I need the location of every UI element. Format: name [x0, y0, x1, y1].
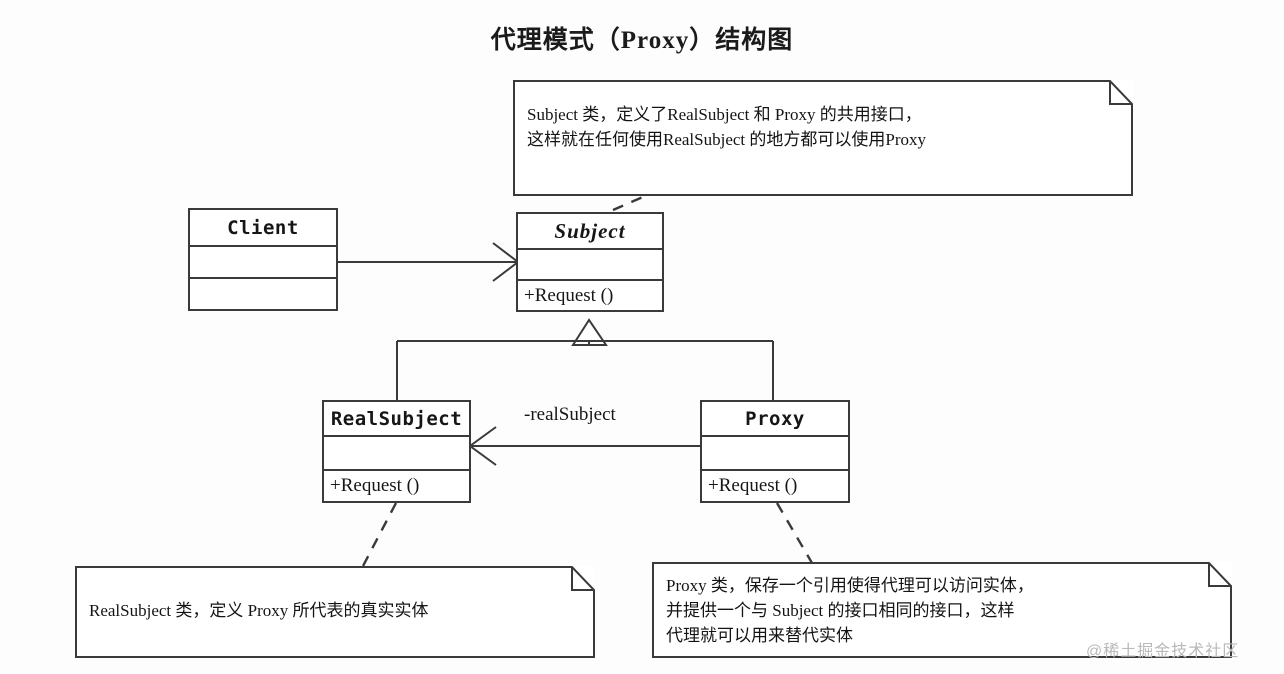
- class-operations-realsubject: +Request (): [330, 475, 420, 496]
- class-attributes-client: [190, 247, 336, 279]
- edge-generalization: [396, 318, 774, 400]
- page-title: 代理模式（Proxy）结构图: [490, 27, 794, 54]
- class-attributes-realsubject: [324, 437, 469, 471]
- class-box-client[interactable]: Client: [188, 208, 338, 311]
- class-operations-subject: +Request (): [524, 284, 614, 306]
- class-operations-proxy: +Request (): [708, 475, 798, 496]
- watermark-label: @稀土掘金技术社区: [1086, 643, 1240, 660]
- class-name-client: Client: [190, 210, 336, 247]
- class-name-subject: Subject: [518, 214, 662, 250]
- anchor-proxy-note: [775, 502, 814, 564]
- edge-label-realsubject: -realSubject: [524, 404, 616, 425]
- class-name-proxy: Proxy: [702, 402, 848, 437]
- note-text-proxy: Proxy 类，保存一个引用使得代理可以访问实体， 并提供一个与 Subject…: [666, 576, 1034, 645]
- class-attributes-subject: [518, 250, 662, 281]
- note-text-realsubject: RealSubject 类，定义 Proxy 所代表的真实实体: [89, 601, 429, 620]
- class-operations-client: [190, 279, 336, 309]
- class-box-realsubject[interactable]: RealSubject +Request (): [322, 400, 471, 503]
- note-subject[interactable]: Subject 类，定义了RealSubject 和 Proxy 的共用接口， …: [513, 80, 1133, 196]
- note-shape-proxy: [652, 562, 1232, 658]
- note-shape-realsubject: [75, 566, 595, 658]
- note-proxy[interactable]: Proxy 类，保存一个引用使得代理可以访问实体， 并提供一个与 Subject…: [652, 562, 1232, 658]
- edge-proxy-to-realsubject: [468, 426, 700, 466]
- note-shape-subject: [513, 80, 1133, 196]
- anchor-realsubject-note: [361, 502, 398, 567]
- note-text-subject: Subject 类，定义了RealSubject 和 Proxy 的共用接口， …: [527, 105, 927, 149]
- class-box-subject[interactable]: Subject +Request (): [516, 212, 664, 312]
- class-attributes-proxy: [702, 437, 848, 471]
- class-name-realsubject: RealSubject: [324, 402, 469, 437]
- class-box-proxy[interactable]: Proxy +Request (): [700, 400, 850, 503]
- note-realsubject[interactable]: RealSubject 类，定义 Proxy 所代表的真实实体: [75, 566, 595, 658]
- edge-client-to-subject: [338, 242, 520, 282]
